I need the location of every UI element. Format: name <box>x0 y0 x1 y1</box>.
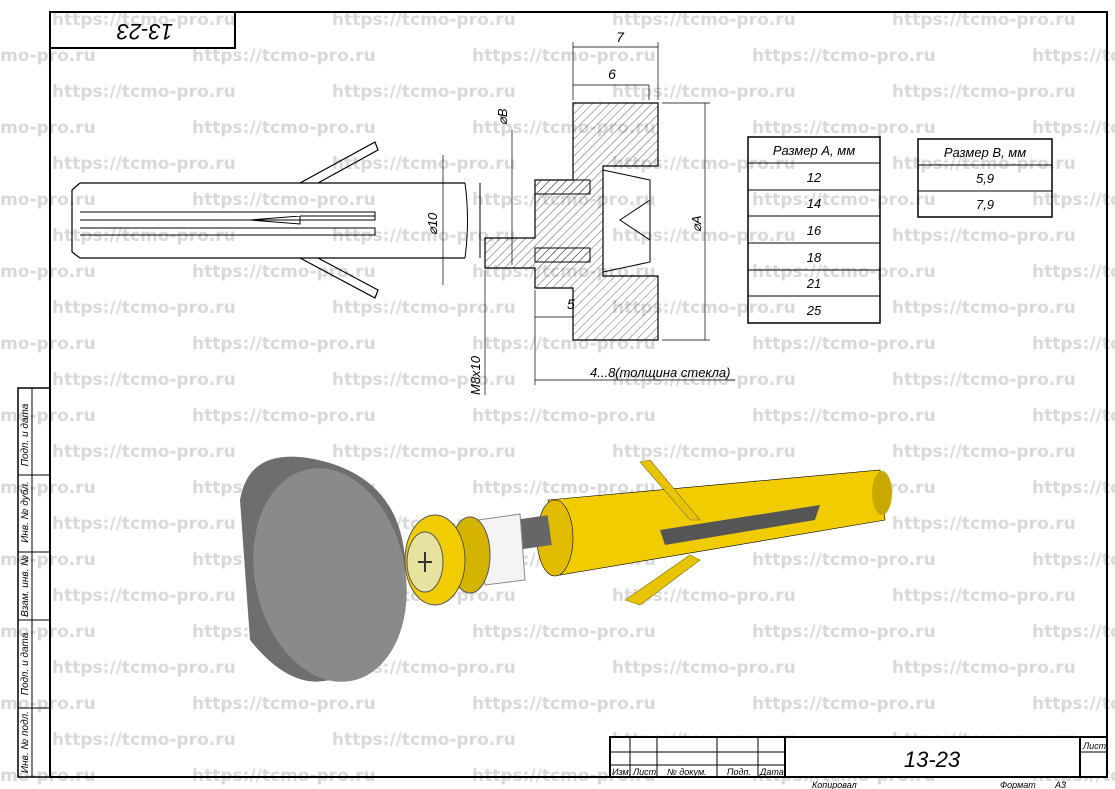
format-value: А3 <box>1054 780 1066 789</box>
side-stamp-label: Взам. инв. № <box>20 555 31 617</box>
sheet-label: Лист <box>1082 741 1107 751</box>
table-b-cell: 7,9 <box>976 197 994 212</box>
side-stamp-label: Подп. и дата <box>20 403 31 466</box>
table-a-cell: 14 <box>807 196 821 211</box>
dim-10: ⌀10 <box>425 212 440 235</box>
col-sign: Подп. <box>727 767 751 777</box>
col-date: Дата <box>759 767 784 777</box>
designation: 13-23 <box>904 747 961 772</box>
side-stamp-label: Инв. № подл. <box>20 711 31 773</box>
table-a-header: Размер А, мм <box>773 143 855 158</box>
dim-a: ⌀A <box>689 216 704 233</box>
side-stamp-label: Инв. № дубл. <box>19 481 31 543</box>
col-list: Лист <box>632 767 657 777</box>
table-a-cell: 25 <box>806 303 822 318</box>
dim-7: 7 <box>616 29 625 45</box>
title-block: Изм. Лист № докум. Подп. Дата 13-23 Лист… <box>609 736 1108 789</box>
dim-glass: 4...8(толщина стекла) <box>590 365 730 380</box>
section-view: 7 6 ⌀B ⌀10 ⌀A 5 M8x10 4...8(толщина стек… <box>71 29 735 395</box>
side-stamp-label: Подп. и дата <box>20 632 31 695</box>
table-a-cell: 18 <box>807 250 822 265</box>
top-stamp: 13-23 <box>49 11 236 49</box>
side-stamp: Подп. и дата Инв. № дубл. Взам. инв. № П… <box>17 387 51 778</box>
format-label: Формат <box>1000 780 1036 789</box>
dim-thread: M8x10 <box>468 355 483 395</box>
table-size-b: Размер В, мм 5,9 7,9 <box>917 138 1053 218</box>
dim-b: ⌀B <box>495 108 510 125</box>
table-a-cell: 16 <box>807 223 822 238</box>
table-size-a: Размер А, мм 12 14 16 18 21 25 <box>747 136 881 324</box>
table-a-cell: 21 <box>806 276 821 291</box>
table-b-header: Размер В, мм <box>944 145 1026 160</box>
stamp-number: 13-23 <box>116 19 173 44</box>
copied-label: Копировал <box>812 780 857 789</box>
isometric-view <box>240 456 892 682</box>
table-a-cell: 12 <box>807 170 822 185</box>
col-izm: Изм. <box>612 767 631 777</box>
table-b-cell: 5,9 <box>976 171 994 186</box>
dim-6: 6 <box>608 66 616 82</box>
dim-5: 5 <box>567 296 575 312</box>
col-doc: № докум. <box>667 767 707 777</box>
